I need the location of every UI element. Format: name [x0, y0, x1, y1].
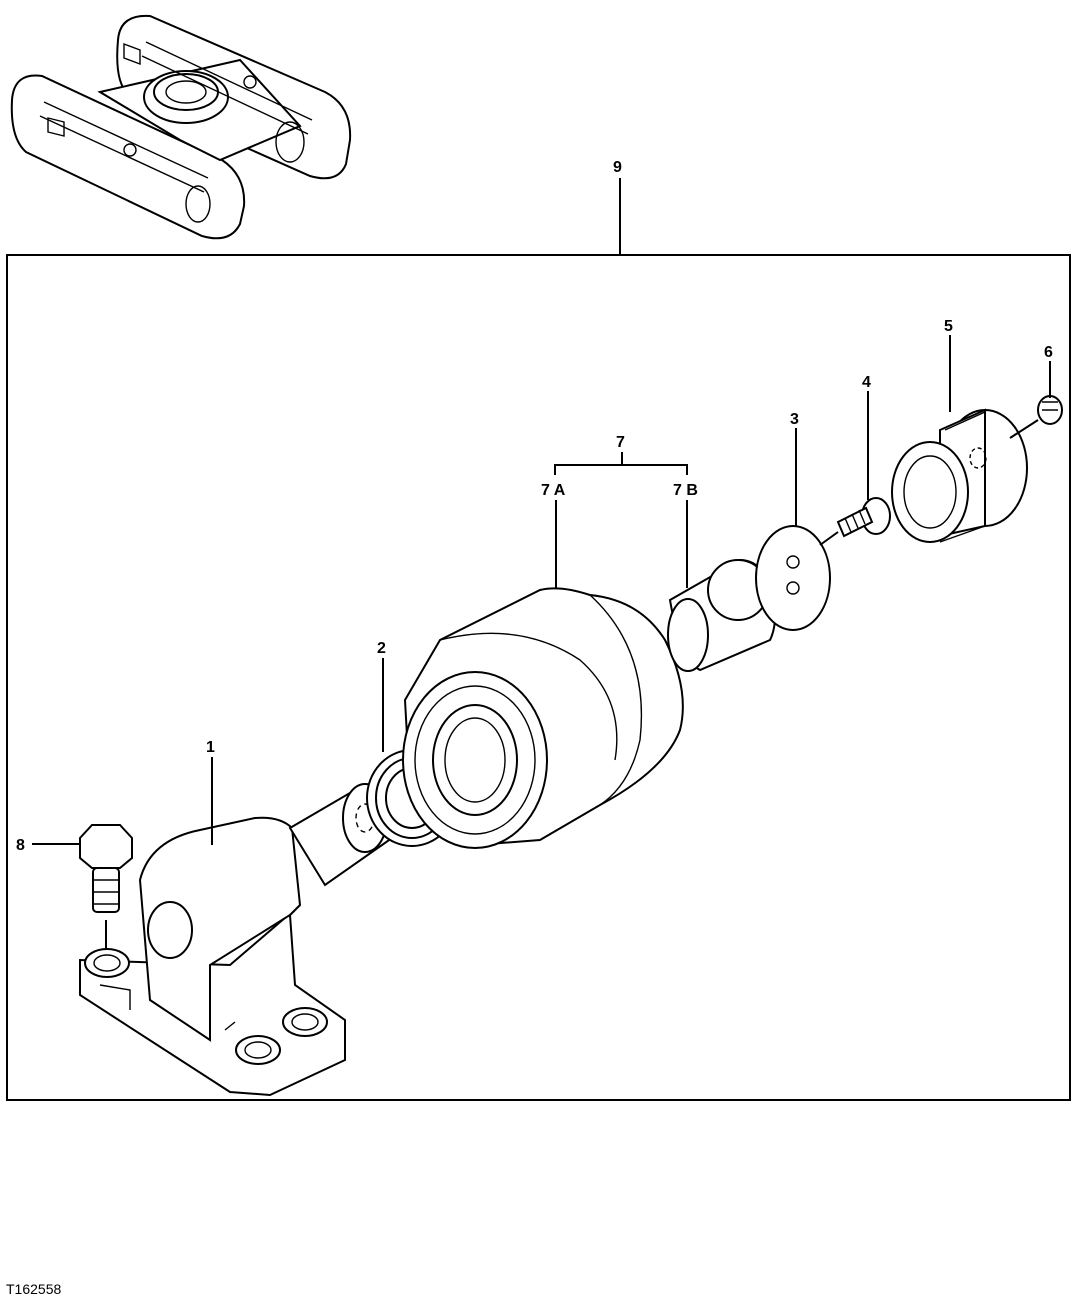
- callout-4: 4: [862, 374, 871, 391]
- callout-8: 8: [16, 837, 25, 854]
- callout-7b: 7 B: [673, 482, 698, 499]
- part-6-plug: [1037, 395, 1063, 425]
- part-8-bolt: [79, 824, 133, 950]
- callout-1: 1: [206, 739, 215, 756]
- callout-9: 9: [613, 159, 622, 176]
- assembly-box: [6, 254, 1071, 1101]
- callout-5: 5: [944, 318, 953, 335]
- callout-2: 2: [377, 640, 386, 657]
- part-7a-roller: [402, 587, 684, 849]
- part-1-bracket: [79, 783, 394, 1097]
- callout-7a: 7 A: [541, 482, 566, 499]
- callout-6: 6: [1044, 344, 1053, 361]
- part-5-end-cap: [891, 408, 1028, 543]
- part-4-screw: [836, 497, 891, 538]
- figure-id: T162558: [6, 1281, 62, 1297]
- track-frame-inset: [10, 14, 352, 240]
- callout-7: 7: [616, 434, 625, 451]
- callout-3: 3: [790, 411, 799, 428]
- part-3-washer: [755, 525, 831, 631]
- leader-lines: [32, 335, 1051, 845]
